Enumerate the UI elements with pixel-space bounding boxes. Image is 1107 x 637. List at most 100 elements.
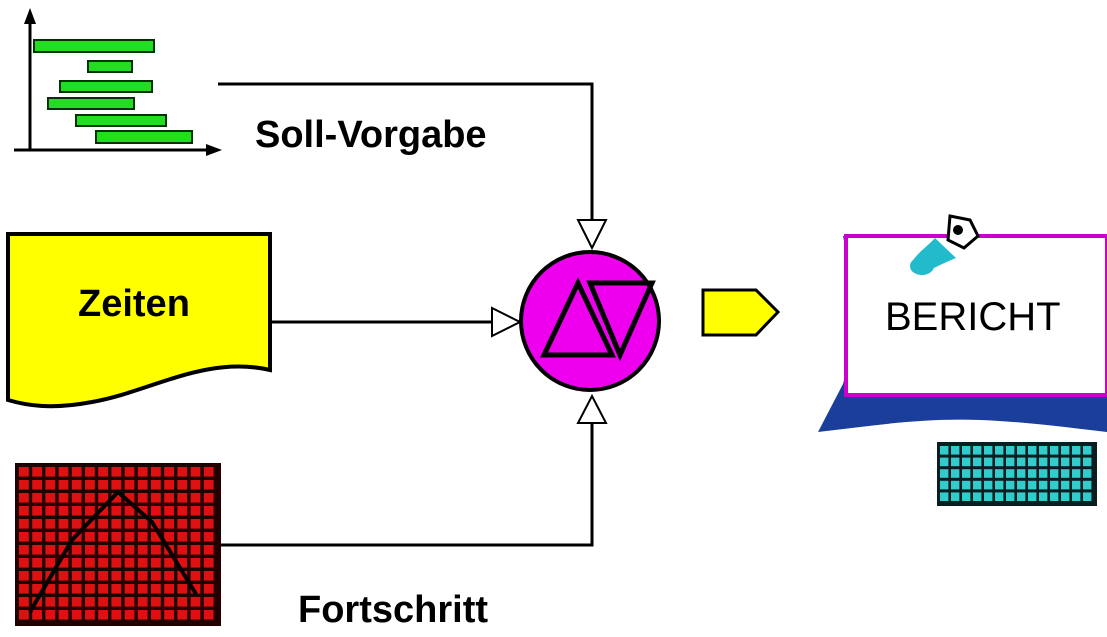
grid-cell (177, 545, 188, 555)
keyboard-key (995, 469, 1004, 478)
grid-cell (19, 480, 29, 490)
keyboard-key (1083, 457, 1092, 467)
grid-cell (124, 584, 135, 594)
grid-cell (85, 571, 95, 581)
grid-cell (124, 506, 135, 516)
keyboard-key (1072, 457, 1081, 467)
keyboard-key (984, 480, 993, 490)
keyboard-key (1028, 446, 1037, 455)
keyboard-key (1017, 492, 1026, 501)
grid-cell (58, 480, 69, 490)
grid-cell (164, 597, 174, 607)
grid-cell (151, 597, 161, 607)
grid-cell (151, 519, 161, 529)
keyboard-key (940, 446, 949, 455)
keyboard-key (940, 469, 949, 478)
grid-cell (45, 506, 56, 516)
grid-cell (164, 506, 174, 516)
grid-cell (58, 584, 69, 594)
keyboard-key (995, 457, 1004, 467)
keyboard-key (940, 492, 949, 501)
grid-cell (71, 519, 82, 529)
grid-cell (137, 532, 148, 542)
grid-cell (137, 597, 148, 607)
keyboard-key (962, 446, 971, 455)
keyboard-key (1006, 446, 1015, 455)
grid-cell (71, 480, 82, 490)
grid-cell (58, 558, 69, 568)
grid-cell (45, 519, 56, 529)
keyboard-key (1083, 469, 1092, 478)
arrowhead-bottom (576, 393, 608, 424)
grid-cell (32, 558, 42, 568)
grid-cell (203, 532, 214, 542)
grid-cell (177, 506, 188, 516)
grid-cell (19, 597, 29, 607)
grid-cell (71, 506, 82, 516)
grid-cell (58, 610, 69, 620)
soll-vorgabe-label: Soll-Vorgabe (255, 114, 487, 156)
keyboard-key (1061, 457, 1070, 467)
keyboard-key (973, 457, 982, 467)
keyboard-key (973, 480, 982, 490)
grid-cell (164, 558, 174, 568)
keyboard-key (1028, 492, 1037, 501)
grid-cell (124, 532, 135, 542)
grid-cell (71, 610, 82, 620)
grid-cell (124, 597, 135, 607)
grid-cell (151, 532, 161, 542)
grid-cell (190, 506, 201, 516)
keyboard-key (1006, 469, 1015, 478)
zeiten-label: Zeiten (78, 283, 190, 325)
grid-cell (151, 558, 161, 568)
keyboard-key (1006, 480, 1015, 490)
grid-cell (151, 480, 161, 490)
grid-cell (19, 545, 29, 555)
grid-cell (85, 584, 95, 594)
grid-cell (98, 506, 108, 516)
keyboard-key (1072, 480, 1081, 490)
grid-cell (151, 584, 161, 594)
grid-cell (71, 584, 82, 594)
grid-cell (151, 493, 161, 503)
grid-cell (111, 571, 122, 581)
grid-cell (124, 558, 135, 568)
grid-cell (137, 571, 148, 581)
keyboard-key (1061, 469, 1070, 478)
grid-cell (19, 467, 29, 477)
grid-cell (58, 545, 69, 555)
grid-cell (71, 545, 82, 555)
grid-cell (124, 610, 135, 620)
grid-cell (111, 480, 122, 490)
grid-cell (151, 545, 161, 555)
delta-nabla-node-icon (519, 250, 661, 392)
document-icon (6, 232, 272, 409)
grid-cell (190, 519, 201, 529)
grid-cell (45, 532, 56, 542)
grid-cell (32, 480, 42, 490)
grid-cell (137, 506, 148, 516)
grid-cell (111, 610, 122, 620)
fortschritt-label: Fortschritt (298, 589, 488, 631)
grid-cell (71, 558, 82, 568)
grid-cell (111, 545, 122, 555)
grid-cell (203, 493, 214, 503)
grid-cell (203, 558, 214, 568)
right-arrow-icon (701, 288, 781, 337)
grid-cell (177, 610, 188, 620)
keyboard-key (1017, 457, 1026, 467)
keyboard-key (973, 492, 982, 501)
grid-cell (190, 480, 201, 490)
grid-cell (19, 558, 29, 568)
grid-cell (164, 519, 174, 529)
grid-cell (19, 493, 29, 503)
grid-cell (71, 467, 82, 477)
grid-cell (19, 571, 29, 581)
grid-cell (111, 467, 122, 477)
grid-cell (58, 506, 69, 516)
grid-cell (98, 571, 108, 581)
keyboard-key (1072, 446, 1081, 455)
keyboard-key (1039, 446, 1048, 455)
keyboard-key (940, 480, 949, 490)
